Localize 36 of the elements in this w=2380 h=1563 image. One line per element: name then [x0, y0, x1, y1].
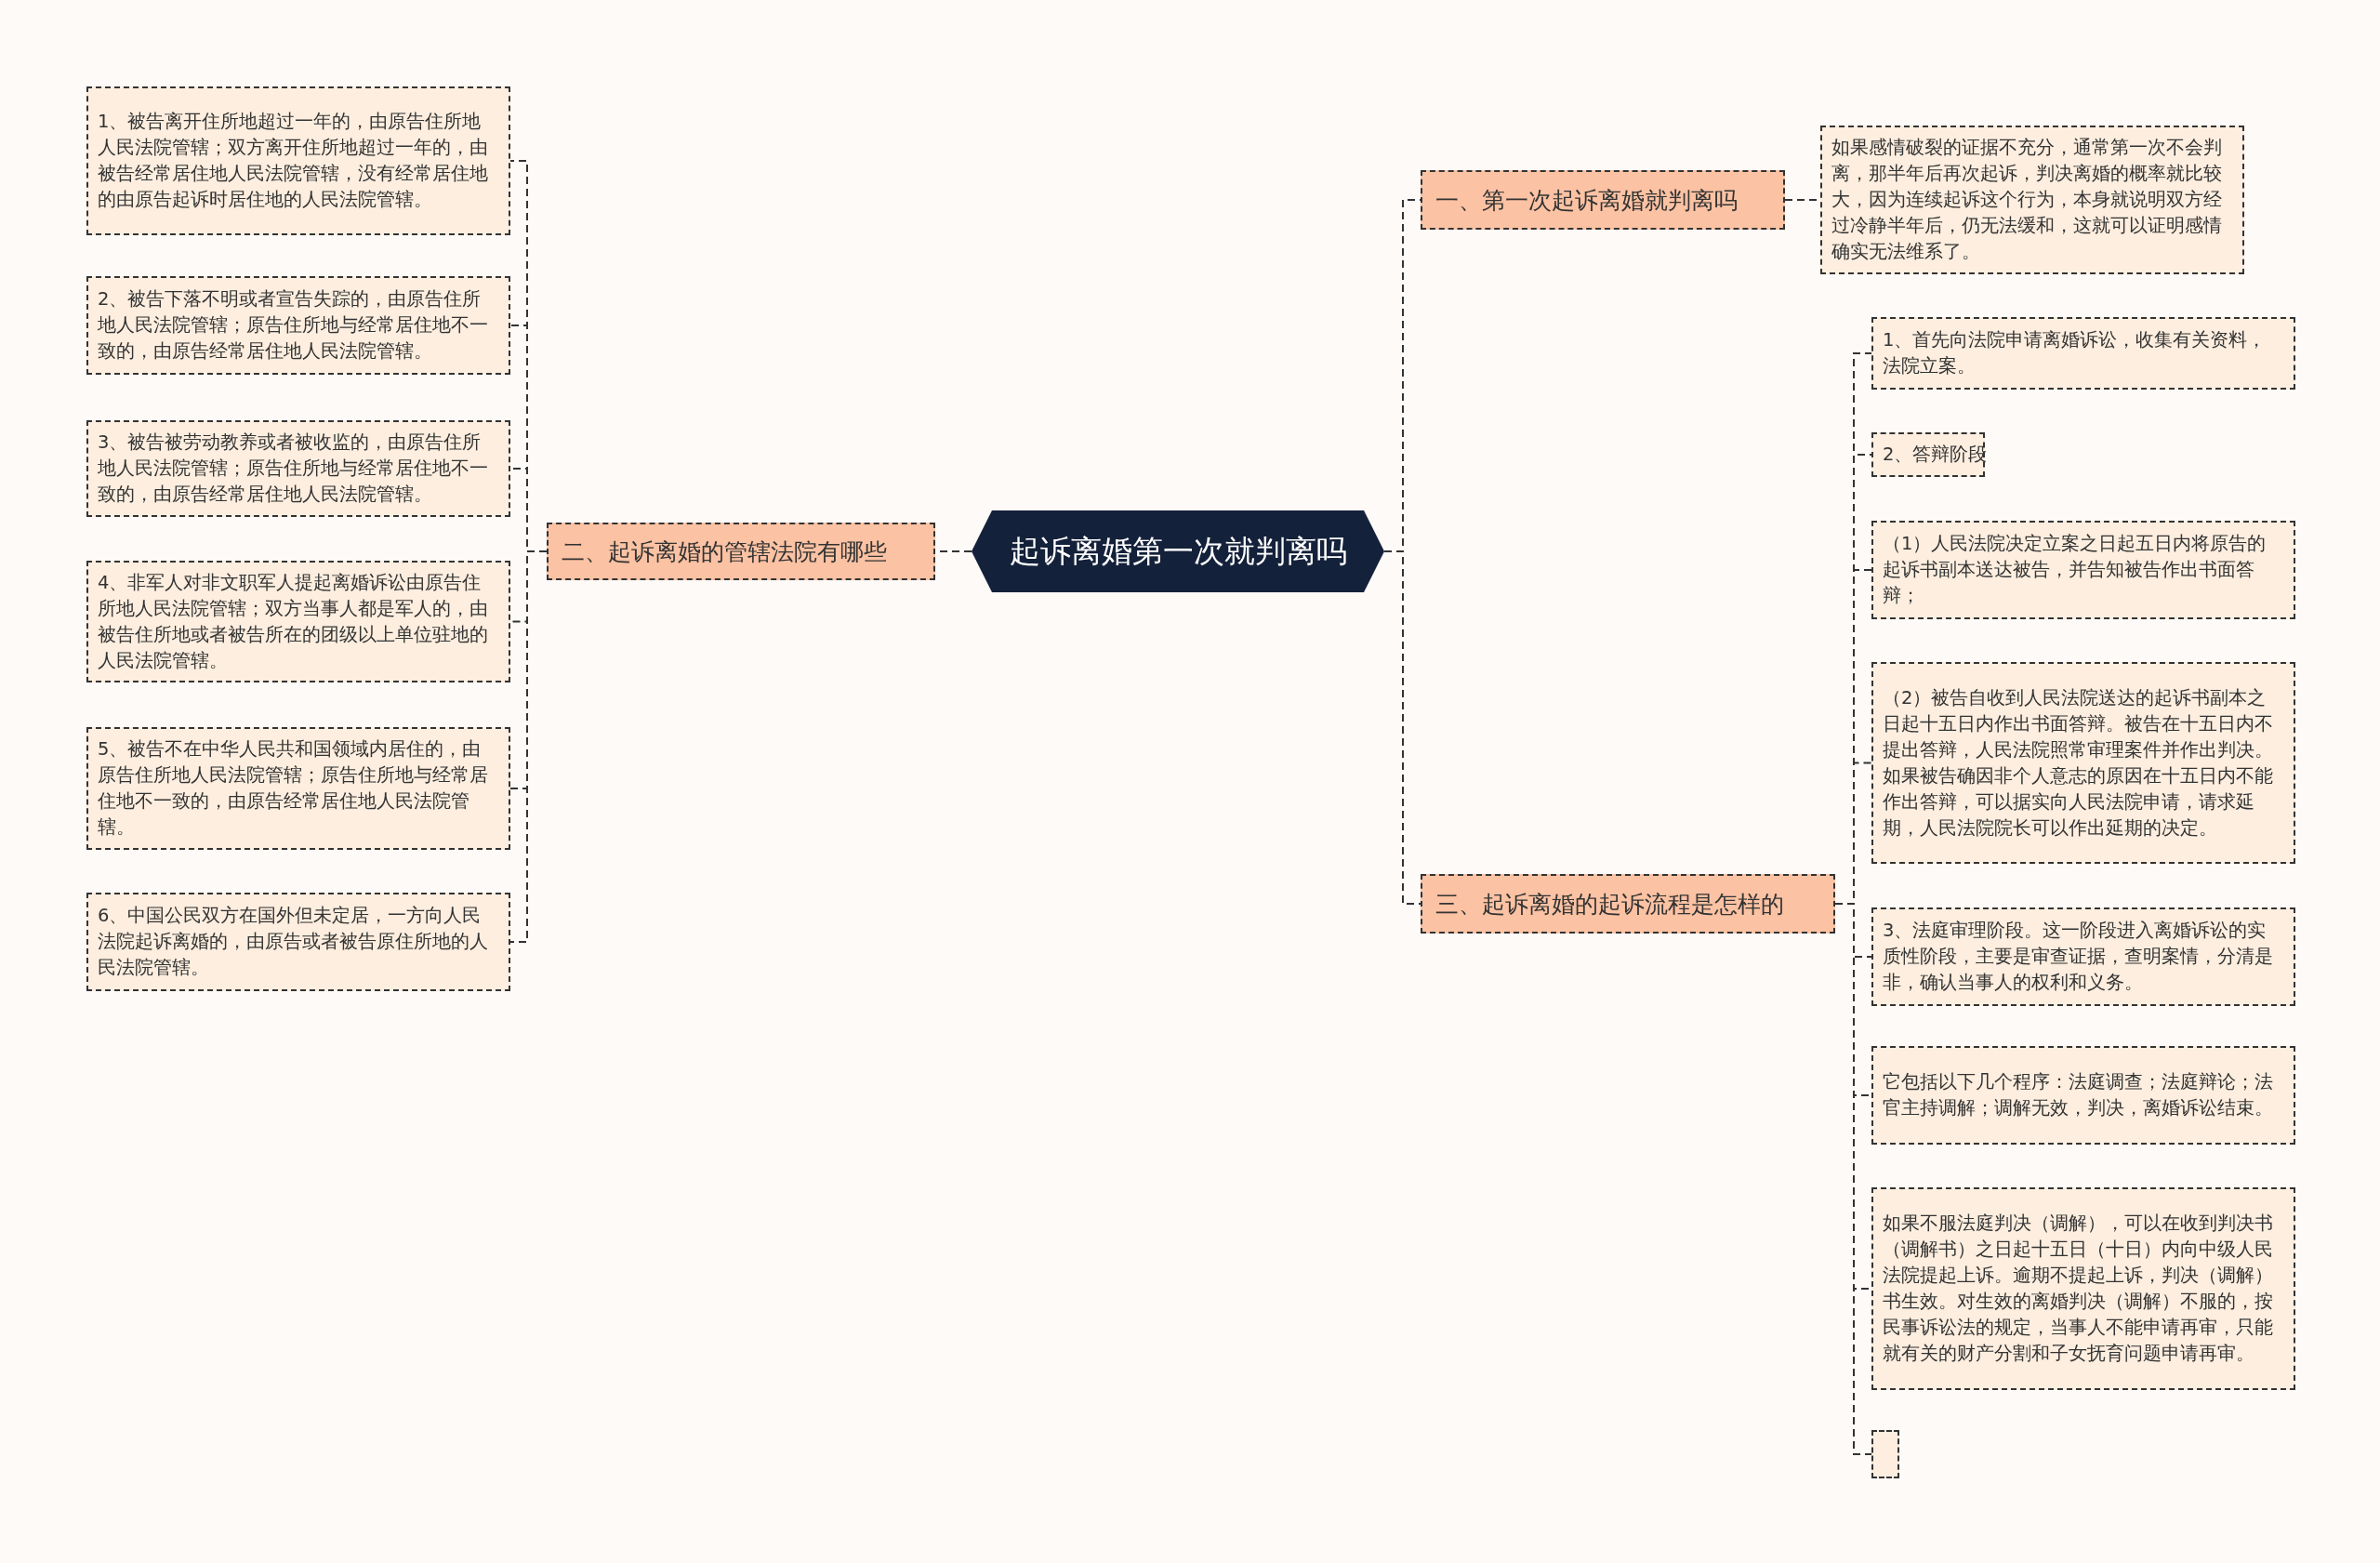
note-text: 3、被告被劳动教养或者被收监的，由原告住所地人民法院管辖；原告住所地与经常居住地不一致的，由原告经常居住地人民法院管辖。	[98, 430, 489, 507]
note-text: 它包括以下几个程序：法庭调查；法庭辩论；法官主持调解；调解无效，判决，离婚诉讼结束。	[1883, 1070, 2274, 1120]
note-text: 如果感情破裂的证据不充分，通常第一次不会判离，那半年后再次起诉，判决离婚的概率就比较大，因为连续起诉这个行为，本身就说明双方经过冷静半年后，仍无法缓和，这就可以证明感情确实无法维系了。	[1831, 136, 2223, 264]
note-box	[1820, 126, 2244, 274]
topic-text: 一、第一次起诉离婚就判离吗	[1435, 185, 1738, 216]
topic-text: 三、起诉离婚的起诉流程是怎样的	[1435, 889, 1784, 920]
note-box	[1871, 907, 2295, 1006]
note-text: （1）人民法院决定立案之日起五日内将原告的起诉书副本送达被告，并告知被告作出书面答辩；	[1883, 532, 2268, 608]
note-text: 2、答辩阶段	[1883, 443, 1988, 467]
empty-box	[1871, 1430, 1899, 1478]
note-box	[86, 276, 510, 375]
note-box	[1871, 432, 1985, 477]
topic-box	[1421, 874, 1835, 934]
central-topic-text: 起诉离婚第一次就判离吗	[1009, 531, 1347, 571]
note-box	[86, 893, 510, 991]
topic-box	[547, 523, 935, 580]
note-box	[86, 86, 510, 235]
topic-box	[1421, 170, 1785, 230]
note-text: 如果不服法庭判决（调解），可以在收到判决书（调解书）之日起十五日（十日）内向中级人民法院提起上诉。逾期不提起上诉，判决（调解）书生效。对生效的离婚判决（调解）不服的，按民事诉讼法的规定，当事人不能申请再审，只能就有关的财产分割和子女抚育问题申请再审。	[1883, 1212, 2274, 1366]
note-text: （2）被告自收到人民法院送达的起诉书副本之日起十五日内作出书面答辩。被告在十五日内不提出答辩，人民法院照常审理案件并作出判决。如果被告确因非个人意志的原因在十五日内不能作出答辩，可以据实向人民法院申请，请求延期，人民法院院长可以作出延期的决定。	[1883, 685, 2274, 841]
note-text: 2、被告下落不明或者宣告失踪的，由原告住所地人民法院管辖；原告住所地与经常居住地不一致的，由原告经常居住地人民法院管辖。	[98, 287, 489, 364]
note-box	[86, 727, 510, 850]
note-text: 4、非军人对非文职军人提起离婚诉讼由原告住所地人民法院管辖；双方当事人都是军人的，由被告住所地或者被告所在的团级以上单位驻地的人民法院管辖。	[98, 570, 489, 673]
note-box	[86, 561, 510, 682]
note-box	[86, 420, 510, 517]
note-box	[1871, 317, 2295, 390]
note-text: 3、法庭审理阶段。这一阶段进入离婚诉讼的实质性阶段，主要是审查证据，查明案情，分清是非，确认当事人的权利和义务。	[1883, 919, 2274, 995]
topic-text: 二、起诉离婚的管辖法院有哪些	[562, 536, 887, 567]
note-box	[1871, 1187, 2295, 1390]
note-text: 6、中国公民双方在国外但未定居，一方向人民法院起诉离婚的，由原告或者被告原住所地的人民法院管辖。	[98, 904, 489, 980]
note-text: 1、被告离开住所地超过一年的，由原告住所地人民法院管辖；双方离开住所地超过一年的，由被告经常居住地人民法院管辖，没有经常居住地的由原告起诉时居住地的人民法院管辖。	[98, 110, 489, 212]
note-text: 1、首先向法院申请离婚诉讼，收集有关资料，法院立案。	[1883, 328, 2268, 378]
note-box	[1871, 1046, 2295, 1145]
note-box	[1871, 662, 2295, 864]
note-box	[1871, 521, 2295, 619]
note-text: 5、被告不在中华人民共和国领域内居住的，由原告住所地人民法院管辖；原告住所地与经常居住地不一致的，由原告经常居住地人民法院管辖。	[98, 737, 489, 840]
